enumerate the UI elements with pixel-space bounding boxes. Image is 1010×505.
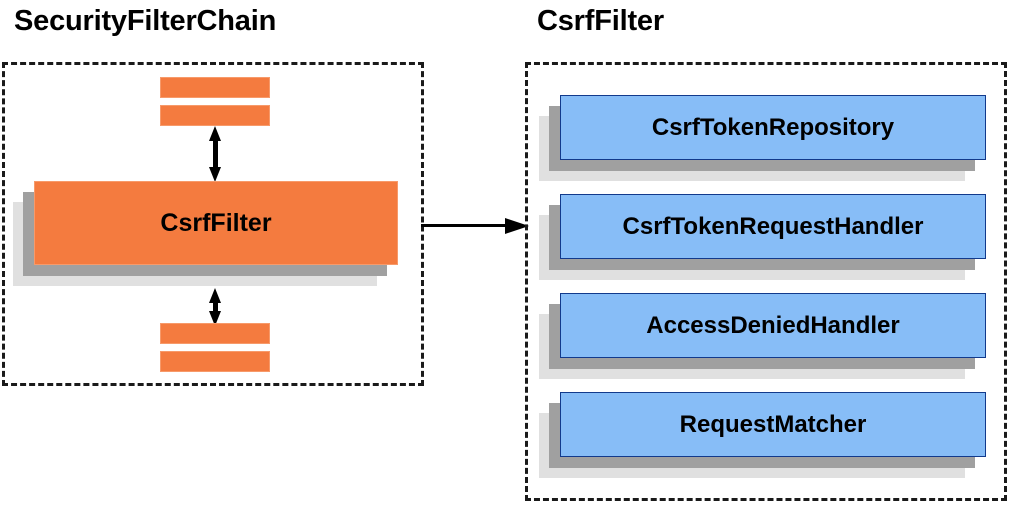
csrf-filter-card-label: CsrfFilter — [34, 181, 398, 265]
chain-arrow-top-icon — [209, 126, 221, 182]
filter-bar-top-1 — [160, 77, 270, 98]
arrow-head-up-icon — [209, 288, 221, 303]
arrow-stem — [213, 140, 218, 168]
component-card-label: CsrfTokenRequestHandler — [560, 194, 986, 259]
arrow-head-right-icon — [505, 218, 529, 234]
component-card-label: AccessDeniedHandler — [560, 293, 986, 358]
panel-link-arrow-icon — [421, 218, 529, 234]
component-card-label: CsrfTokenRepository — [560, 95, 986, 160]
component-card-access-denied-handler[interactable]: AccessDeniedHandler — [539, 293, 986, 379]
left-panel-title: SecurityFilterChain — [14, 5, 277, 37]
chain-arrow-bottom-icon — [209, 288, 221, 326]
csrf-filter-card[interactable]: CsrfFilter — [13, 181, 398, 286]
component-card-csrf-token-repository[interactable]: CsrfTokenRepository — [539, 95, 986, 181]
filter-bar-bottom-2 — [160, 351, 270, 372]
arrow-head-down-icon — [209, 167, 221, 182]
arrow-stem — [213, 302, 218, 312]
filter-bar-top-2 — [160, 105, 270, 126]
filter-bar-bottom-1 — [160, 323, 270, 344]
csrf-filter-container — [525, 62, 1007, 501]
component-card-csrf-token-request-handler[interactable]: CsrfTokenRequestHandler — [539, 194, 986, 280]
component-card-label: RequestMatcher — [560, 392, 986, 457]
arrow-head-down-icon — [209, 311, 221, 326]
arrow-head-up-icon — [209, 126, 221, 141]
right-panel-title: CsrfFilter — [537, 5, 664, 37]
component-card-request-matcher[interactable]: RequestMatcher — [539, 392, 986, 478]
arrow-stem — [421, 224, 507, 227]
